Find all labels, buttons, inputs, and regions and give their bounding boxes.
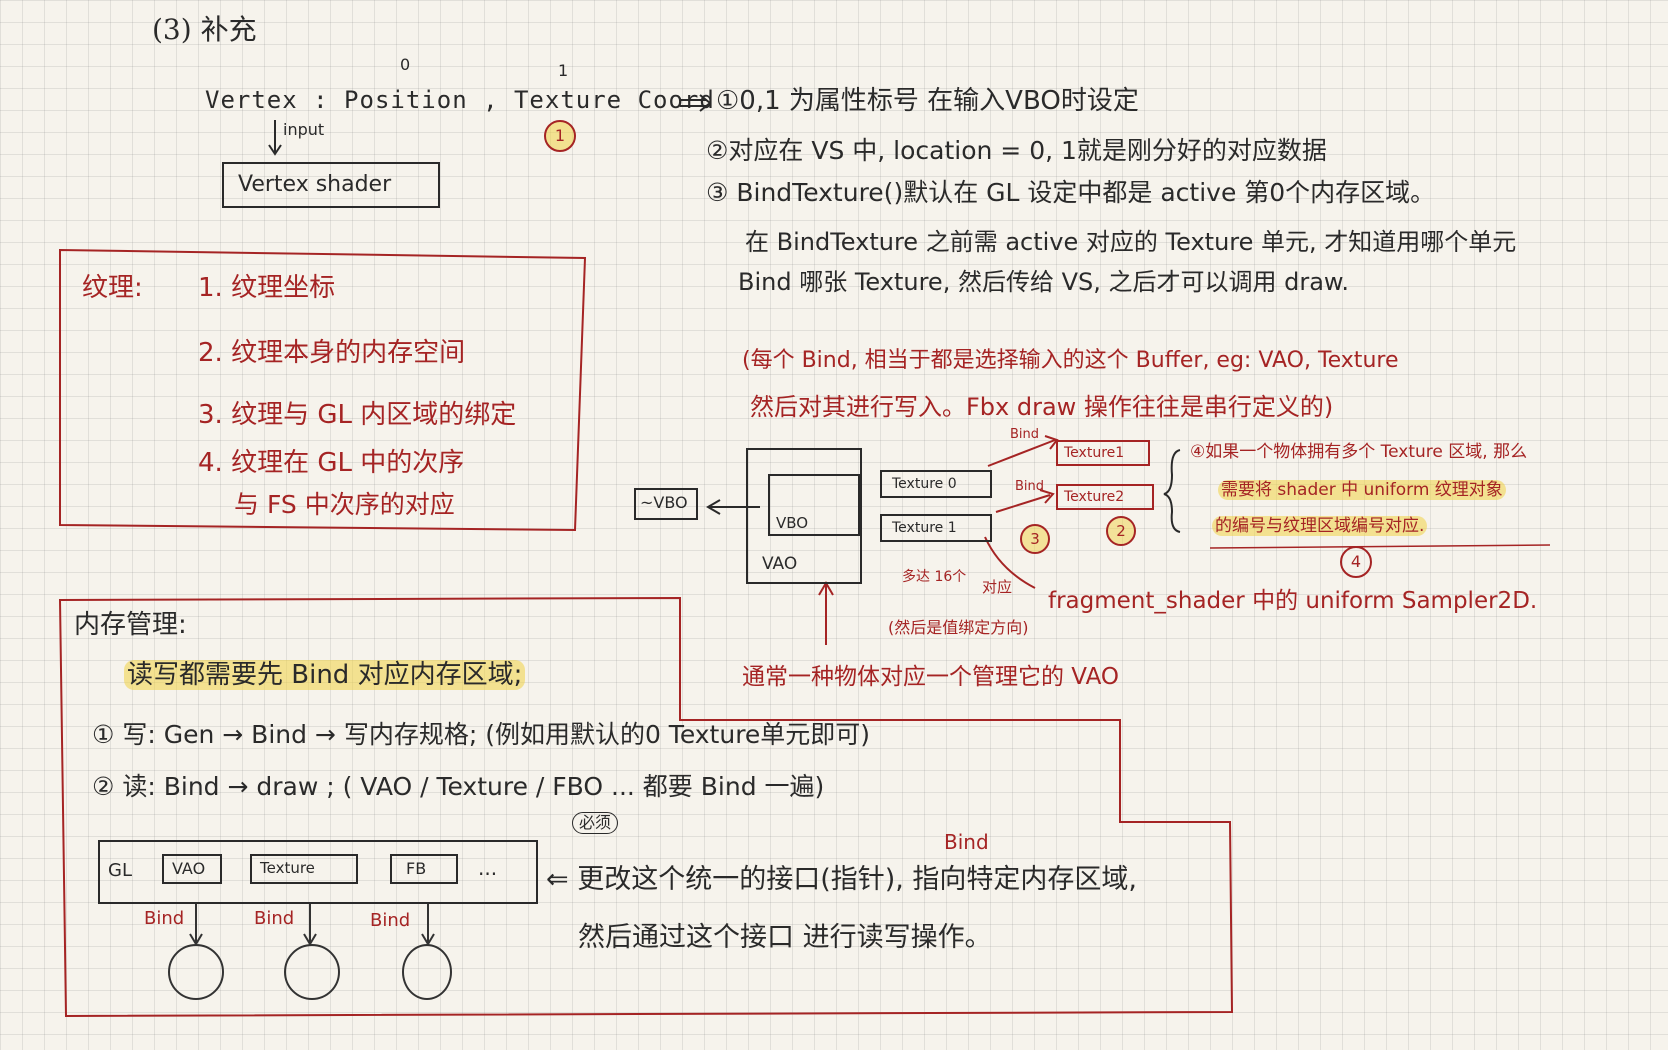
memory-read-flow: ② 读: Bind → draw ; ( VAO / Texture / FBO… <box>92 772 825 801</box>
circle-two: 2 <box>1106 516 1136 546</box>
bind-label-vao: Bind <box>144 908 185 929</box>
circle-three: 3 <box>1020 524 1050 554</box>
note-bind-texture-default: ③ BindTexture()默认在 GL 设定中都是 active 第0个内存… <box>706 178 1436 207</box>
gl-vao-label: VAO <box>172 859 206 878</box>
gl-texture-label: Texture <box>260 859 315 877</box>
texture-count-note: 多达 16个 <box>902 569 967 585</box>
gl-fb-label: FB <box>406 859 427 878</box>
bind-arrow-label-b: Bind <box>1015 479 1045 494</box>
vertex-shader-label: Vertex shader <box>238 172 392 197</box>
bind-arrow-label-a: Bind <box>1010 427 1040 442</box>
memory-subtitle-text: 读写都需要先 Bind 对应内存区域; <box>124 660 526 690</box>
texture0-label: Texture 0 <box>892 476 957 492</box>
change-pointer-note: ⇐ 更改这个统一的接口(指针), 指向特定内存区域, <box>546 864 1138 895</box>
must-note: 必须 <box>572 812 619 834</box>
vbo-output-box: ~VBO <box>634 488 698 520</box>
gl-fb-slot: FB <box>390 854 458 884</box>
texture-item-4: 4. 纹理在 GL 中的次序 <box>198 448 465 478</box>
vertex-shader-box: Vertex shader <box>222 162 440 208</box>
gl-more-dots: ... <box>478 856 498 880</box>
corresponds-label: 对应 <box>982 578 1013 596</box>
multi-texture-note-line-1: ④如果一个物体拥有多个 Texture 区域, 那么 <box>1190 442 1528 462</box>
vertex-attributes-label: Vertex : Position , Texture Coord <box>205 86 715 114</box>
vbo-output-label: ~VBO <box>640 493 688 512</box>
bind-label-texture: Bind <box>254 908 295 929</box>
texture-item-1: 1. 纹理坐标 <box>198 273 336 303</box>
memory-write-flow: ① 写: Gen → Bind → 写内存规格; (例如用默认的0 Textur… <box>92 720 871 749</box>
vao-per-object-note: 通常一种物体对应一个管理它的 VAO <box>742 664 1120 690</box>
gl-context-box: GL VAO Texture FB ... <box>98 840 538 904</box>
bind-note-line-2: 然后对其进行写入。Fbx draw 操作往往是串行定义的) <box>750 393 1334 421</box>
texture-item-3: 3. 纹理与 GL 内区域的绑定 <box>198 400 517 430</box>
read-write-via-interface-note: 然后通过这个接口 进行读写操作。 <box>578 922 992 953</box>
vao-label: VAO <box>762 554 798 574</box>
texture-unit-1-label: Texture1 <box>1064 445 1125 461</box>
multi-texture-note-line-3: 的编号与纹理区域编号对应. <box>1212 516 1428 536</box>
bind-label-fb: Bind <box>370 910 411 931</box>
multi-texture-note-line-2: 需要将 shader 中 uniform 纹理对象 <box>1218 480 1506 500</box>
multi-texture-note-line-3-text: 的编号与纹理区域编号对应. <box>1212 516 1428 536</box>
texture-item-4-continued: 与 FS 中次序的对应 <box>234 490 455 519</box>
circle-four: 4 <box>1340 546 1372 578</box>
note-bind-then-draw: Bind 哪张 Texture, 然后传给 VS, 之后才可以调用 draw. <box>738 268 1349 296</box>
texture-unit-2-box: Texture2 <box>1056 484 1154 510</box>
memory-region-fb <box>402 944 452 1000</box>
gl-texture-slot: Texture <box>250 854 358 884</box>
memory-title: 内存管理: <box>74 610 187 640</box>
multi-texture-note-line-2-text: 需要将 shader 中 uniform 纹理对象 <box>1218 480 1506 500</box>
gl-label: GL <box>108 860 132 881</box>
texture-item-2: 2. 纹理本身的内存空间 <box>198 338 466 368</box>
memory-region-vao <box>168 944 224 1000</box>
gl-vao-slot: VAO <box>162 854 222 884</box>
texture1-box: Texture 1 <box>880 514 992 542</box>
texture1-label: Texture 1 <box>892 520 957 536</box>
texture-unit-1-box: Texture1 <box>1056 440 1150 466</box>
bind-note-line-1: (每个 Bind, 相当于都是选择输入的这个 Buffer, eg: VAO, … <box>742 348 1399 373</box>
memory-region-texture <box>284 944 340 1000</box>
texture0-box: Texture 0 <box>880 470 992 498</box>
attribute-circle-mark: 1 <box>544 120 576 152</box>
memory-subtitle: 读写都需要先 Bind 对应内存区域; <box>124 660 526 690</box>
texture-unit-2-label: Texture2 <box>1064 489 1125 505</box>
fragment-shader-uniform: fragment_shader 中的 uniform Sampler2D. <box>1048 588 1538 614</box>
bind-direction-note: (然后是值绑定方向) <box>888 618 1029 637</box>
input-label: input <box>283 120 325 139</box>
vao-box: VBO VAO <box>746 448 862 584</box>
note-attribute-index: ①0,1 为属性标号 在输入VBO时设定 <box>716 86 1139 116</box>
note-location: ②对应在 VS 中, location = 0, 1就是刚分好的对应数据 <box>706 136 1327 165</box>
index-zero: 0 <box>400 55 411 74</box>
section-heading: (3) 补充 <box>152 13 257 46</box>
vbo-box: VBO <box>768 474 860 536</box>
bind-top-label: Bind <box>944 830 989 854</box>
note-active-texture-unit: 在 BindTexture 之前需 active 对应的 Texture 单元,… <box>745 228 1517 256</box>
index-one: 1 <box>558 61 569 80</box>
vbo-label: VBO <box>776 514 809 532</box>
texture-box-label: 纹理: <box>82 273 143 303</box>
